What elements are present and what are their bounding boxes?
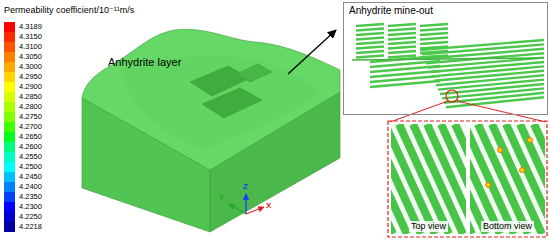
- mine-drift: [388, 56, 416, 58]
- scale-value: 4.2750: [19, 112, 42, 122]
- view-panel: Top view: [391, 124, 466, 234]
- scale-value: 4.3189: [19, 22, 42, 32]
- color-swatch: [4, 122, 15, 132]
- seepage-spot: [528, 138, 533, 143]
- color-swatch: [4, 62, 15, 72]
- seepage-spot: [498, 148, 503, 153]
- panel-title: Top view: [409, 221, 448, 232]
- color-swatch: [4, 192, 15, 202]
- axis-triad: [229, 194, 264, 214]
- scale-value: 4.3050: [19, 52, 42, 62]
- mine-drift: [356, 51, 384, 53]
- color-swatch: [4, 202, 15, 212]
- axis-label: Y: [219, 193, 224, 202]
- mine-roadway: [352, 58, 544, 60]
- mine-drift: [356, 38, 384, 40]
- mine-drift: [420, 33, 448, 35]
- seepage-spot: [486, 183, 491, 188]
- scale-value: 4.2950: [19, 72, 42, 82]
- mine-drift: [356, 42, 384, 44]
- color-swatch: [4, 132, 15, 142]
- color-swatch: [4, 222, 15, 232]
- colorbar-title: Permeability coefficient/10⁻¹¹m/s: [4, 5, 134, 15]
- color-swatch: [4, 102, 15, 112]
- scale-value: 4.2400: [19, 182, 42, 192]
- scale-value: 4.2800: [19, 102, 42, 112]
- color-swatch: [4, 72, 15, 82]
- scale-value: 4.3100: [19, 42, 42, 52]
- scale-value: 4.2250: [19, 212, 42, 222]
- mine-drift: [356, 56, 384, 58]
- mine-drift: [388, 47, 416, 49]
- drift-stripe: [534, 124, 545, 234]
- mine-drift: [356, 24, 384, 26]
- scale-value: 4.3150: [19, 32, 42, 42]
- scale-value: 4.2900: [19, 82, 42, 92]
- view-panel: Bottom view: [470, 124, 545, 234]
- color-swatch: [4, 82, 15, 92]
- drift-stripe: [391, 124, 435, 234]
- axis-label: X: [266, 201, 271, 210]
- scale-value: 4.2850: [19, 92, 42, 102]
- scale-value: 4.2350: [19, 192, 42, 202]
- panel-title: Bottom view: [481, 221, 534, 232]
- panel-title: Anhydrite mine-out: [347, 5, 435, 17]
- color-swatch: [4, 182, 15, 192]
- scale-value: 4.2218: [19, 222, 42, 232]
- mine-drift: [356, 29, 384, 31]
- mine-drift: [388, 42, 416, 44]
- mine-drift: [356, 47, 384, 49]
- zoom-leader: [390, 101, 448, 122]
- color-swatch: [4, 32, 15, 42]
- scale-value: 4.2600: [19, 142, 42, 152]
- color-swatch: [4, 172, 15, 182]
- color-swatch: [4, 92, 15, 102]
- scale-value: 4.2300: [19, 202, 42, 212]
- mine-drift: [356, 33, 384, 35]
- color-swatch: [4, 22, 15, 32]
- scale-value: 4.2450: [19, 172, 42, 182]
- mine-drift: [420, 29, 448, 31]
- bottom-view-drawing: [470, 124, 545, 234]
- color-swatch: [4, 142, 15, 152]
- pointer-arrow: [288, 30, 336, 74]
- seepage-spot: [520, 168, 525, 173]
- color-swatch: [4, 52, 15, 62]
- mine-drift: [420, 24, 448, 26]
- color-swatch: [4, 112, 15, 122]
- scale-value: 4.3000: [19, 62, 42, 72]
- mine-out-drawing: [352, 24, 544, 107]
- mine-drift: [388, 38, 416, 40]
- mine-drift: [388, 51, 416, 53]
- zoom-leader: [457, 101, 546, 122]
- inset-panel: Anhydrite mine-out: [343, 2, 548, 115]
- mine-drift: [388, 29, 416, 31]
- axis-label: Z: [243, 182, 248, 191]
- scale-value: 4.2650: [19, 132, 42, 142]
- zoom-circle: [446, 90, 458, 102]
- layer-label: Anhydrite layer: [108, 56, 181, 68]
- mine-drift: [388, 24, 416, 26]
- scale-value: 4.2550: [19, 152, 42, 162]
- color-swatch: [4, 152, 15, 162]
- top-view-drawing: [391, 124, 466, 234]
- drift-stripe: [470, 124, 514, 234]
- anhydrite-block: [82, 29, 340, 232]
- scale-value: 4.2500: [19, 162, 42, 172]
- color-swatch: [4, 162, 15, 172]
- scale-value: 4.2700: [19, 122, 42, 132]
- mine-drift: [388, 33, 416, 35]
- mine-drift: [370, 81, 440, 87]
- color-swatch: [4, 212, 15, 222]
- color-swatch: [4, 42, 15, 52]
- drift-stripe: [455, 124, 466, 234]
- mine-drift: [420, 38, 448, 40]
- mine-drift: [420, 42, 448, 44]
